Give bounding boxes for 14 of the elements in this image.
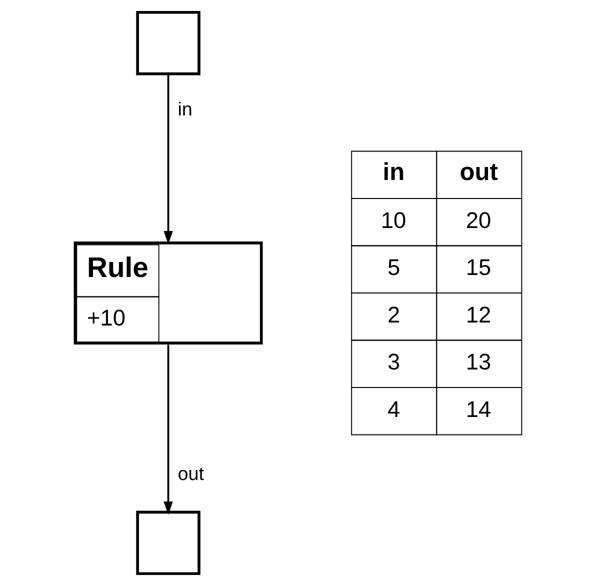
label: 12 xyxy=(466,301,492,328)
label: 5 xyxy=(387,254,400,280)
label: 2 xyxy=(387,301,400,328)
edge-label: in xyxy=(178,99,192,120)
label: 14 xyxy=(466,396,492,422)
label: in xyxy=(382,158,405,186)
label: 20 xyxy=(466,206,492,233)
label: out xyxy=(460,158,498,186)
label: 10 xyxy=(380,206,406,233)
label: 3 xyxy=(387,348,400,375)
label: 13 xyxy=(466,348,492,375)
label: 15 xyxy=(466,254,492,280)
label: 4 xyxy=(387,396,400,422)
edge-label: out xyxy=(178,464,204,486)
